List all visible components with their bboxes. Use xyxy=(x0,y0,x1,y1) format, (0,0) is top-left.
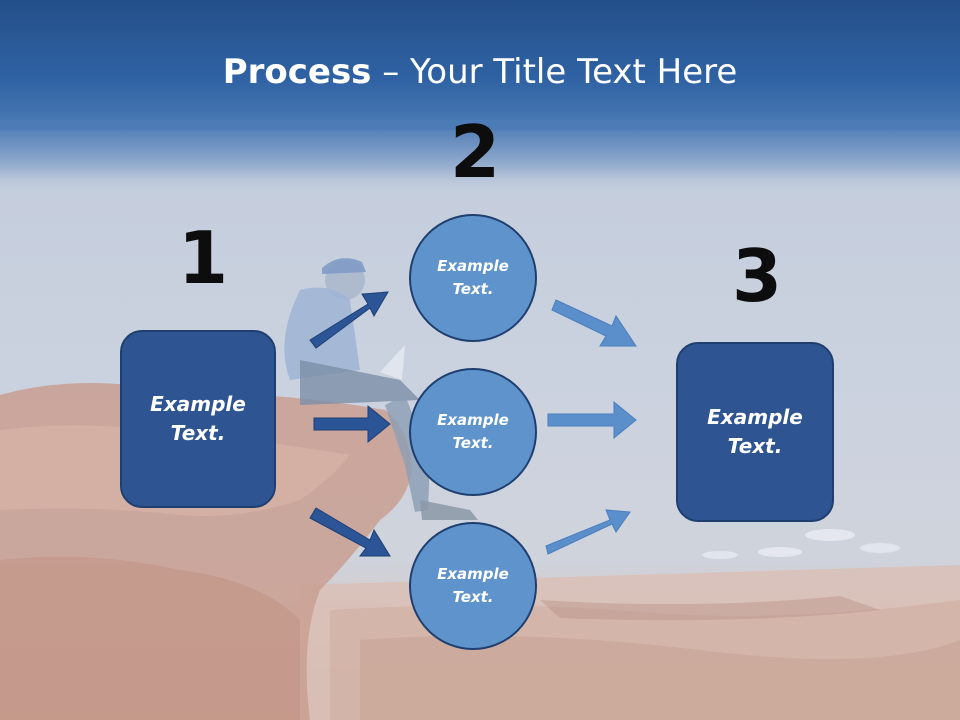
step-2-text-top: Example Text. xyxy=(437,257,509,298)
step-number-2: 2 xyxy=(450,110,501,194)
step-3-box: Example Text. xyxy=(676,342,834,522)
arrow-1-to-top xyxy=(309,291,389,349)
arrow-1-to-middle xyxy=(313,404,391,444)
title-rest: – Your Title Text Here xyxy=(371,52,738,92)
step-2-circle-bottom: Example Text. xyxy=(409,522,537,650)
header-band xyxy=(0,0,960,130)
step-1-text: Example Text. xyxy=(150,392,246,445)
step-2-circle-top: Example Text. xyxy=(409,214,537,342)
step-2-text-middle: Example Text. xyxy=(437,411,509,452)
step-2-circle-middle: Example Text. xyxy=(409,368,537,496)
step-3-text: Example Text. xyxy=(707,405,803,458)
step-number-1: 1 xyxy=(178,216,229,300)
arrow-top-to-3 xyxy=(551,299,637,347)
slide-title: Process – Your Title Text Here xyxy=(0,52,960,92)
step-1-box: Example Text. xyxy=(120,330,276,508)
arrow-middle-to-3 xyxy=(547,400,637,440)
arrow-1-to-bottom xyxy=(309,507,391,557)
arrow-bottom-to-3 xyxy=(545,509,631,555)
title-bold: Process xyxy=(222,52,372,92)
step-number-3: 3 xyxy=(732,234,783,318)
header-fade xyxy=(0,120,960,180)
step-2-text-bottom: Example Text. xyxy=(437,565,509,606)
